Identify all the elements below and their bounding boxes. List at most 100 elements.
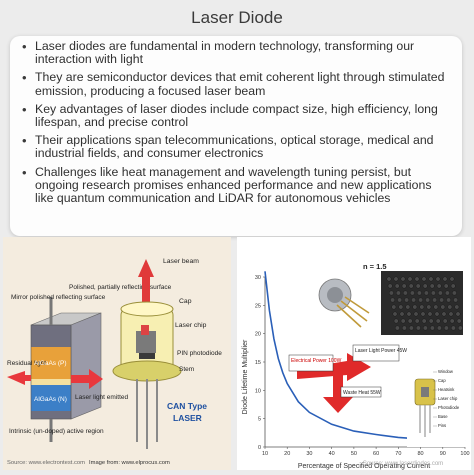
residual-light-arrow xyxy=(7,371,31,385)
laser-chip-label: Laser chip xyxy=(175,322,207,329)
array-emitter-dot xyxy=(425,297,431,303)
y-tick-label: 10 xyxy=(255,388,261,394)
partial-label: Polished, partially reflecting surface xyxy=(69,284,172,291)
array-emitter-dot xyxy=(435,318,441,324)
array-emitter-dot xyxy=(456,318,462,324)
chip-block xyxy=(30,297,102,442)
array-emitter-dot xyxy=(407,276,413,282)
x-tick-label: 40 xyxy=(329,451,335,457)
inset-part-label: Window xyxy=(438,369,454,374)
array-emitter-dot xyxy=(437,290,443,296)
array-emitter-dot xyxy=(407,318,413,324)
cap-label: Cap xyxy=(179,298,192,305)
array-emitter-dot xyxy=(446,297,452,303)
y-tick-label: 15 xyxy=(255,360,261,366)
array-emitter-dot xyxy=(453,297,459,303)
array-emitter-dot xyxy=(448,311,454,317)
bullet-item: Key advantages of laser diodes include c… xyxy=(22,102,452,129)
can-laser xyxy=(112,259,182,449)
array-emitter-dot xyxy=(457,325,463,331)
array-emitter-dot xyxy=(400,276,406,282)
bullet-list: Laser diodes are fundamental in modern t… xyxy=(10,36,462,205)
array-emitter-dot xyxy=(422,283,428,289)
x-tick-label: 20 xyxy=(284,451,290,457)
source-watermark: Source: www.laserdiodes.com xyxy=(363,461,443,467)
array-emitter-dot xyxy=(398,304,404,310)
x-tick-label: 30 xyxy=(306,451,312,457)
array-emitter-dot xyxy=(429,283,435,289)
array-emitter-dot xyxy=(409,290,415,296)
source-credit: Source: www.electrontest.com xyxy=(7,460,85,466)
array-emitter-dot xyxy=(418,297,424,303)
laser-structure-diagram: Mirror polished reflecting surface Polis… xyxy=(7,258,222,466)
x-tick-label: 100 xyxy=(460,451,469,457)
y-tick-label: 20 xyxy=(255,332,261,338)
array-emitter-dot xyxy=(405,304,411,310)
laser-structure-figure: Mirror polished reflecting surface Polis… xyxy=(3,237,231,470)
array-emitter-dot xyxy=(432,297,438,303)
laser-emitted-arrow xyxy=(71,369,103,389)
array-emitter-dot xyxy=(426,304,432,310)
residual-label: Residual light xyxy=(7,360,46,367)
bullet-item: Laser diodes are fundamental in modern t… xyxy=(22,39,452,66)
laser-diode-photo xyxy=(317,275,371,333)
image-credit: Image from: www.elprocus.com xyxy=(89,460,170,466)
array-emitter-dot xyxy=(429,325,435,331)
array-emitter-dot xyxy=(402,290,408,296)
array-emitter-dot xyxy=(443,283,449,289)
array-emitter-dot xyxy=(390,297,396,303)
x-tick-label: 60 xyxy=(373,451,379,457)
array-emitter-dot xyxy=(415,325,421,331)
array-emitter-dot xyxy=(404,297,410,303)
array-emitter-dot xyxy=(400,318,406,324)
bullet-item: Their applications span telecommunicatio… xyxy=(22,134,452,161)
array-emitter-dot xyxy=(421,276,427,282)
laser-beam-arrow xyxy=(138,259,154,307)
array-emitter-dot xyxy=(393,318,399,324)
array-emitter-dot xyxy=(436,325,442,331)
array-emitter-dot xyxy=(393,276,399,282)
stem-label: Stem xyxy=(179,366,194,373)
inset-part-label: Photodiode xyxy=(438,405,460,410)
array-emitter-dot xyxy=(386,276,392,282)
array-emitter-dot xyxy=(419,304,425,310)
mirror-label: Mirror polished reflecting surface xyxy=(11,294,106,301)
array-emitter-dot xyxy=(414,276,420,282)
x-tick-label: 80 xyxy=(417,451,423,457)
array-emitter-dot xyxy=(415,283,421,289)
laser-array-photo xyxy=(381,271,463,335)
array-emitter-dot xyxy=(414,318,420,324)
laser-beam-label: Laser beam xyxy=(163,258,199,265)
array-emitter-dot xyxy=(450,325,456,331)
array-emitter-dot xyxy=(441,311,447,317)
array-emitter-dot xyxy=(433,304,439,310)
x-tick-label: 70 xyxy=(395,451,401,457)
inset-part-label: Laser chip xyxy=(438,396,458,401)
array-emitter-dot xyxy=(387,283,393,289)
array-emitter-dot xyxy=(442,318,448,324)
array-emitter-dot xyxy=(406,311,412,317)
can-type-label: CAN Type xyxy=(167,401,207,411)
p-layer-label: AlGaAs (P) xyxy=(34,360,67,367)
electrical-power-label: Electrical Power 100W xyxy=(291,358,342,364)
summary-card: Laser diodes are fundamental in modern t… xyxy=(10,36,462,236)
array-emitter-dot xyxy=(423,290,429,296)
inset-part-label: Pins xyxy=(438,423,446,428)
array-emitter-dot xyxy=(421,318,427,324)
inset-part-label: Cap xyxy=(438,378,446,383)
chart-title: n = 1.5 xyxy=(363,262,387,271)
array-emitter-dot xyxy=(434,311,440,317)
inset-part-label: Heatsink xyxy=(438,387,455,392)
x-axis-label: Percentage of Specified Operating Curren… xyxy=(298,463,430,470)
array-emitter-dot xyxy=(394,325,400,331)
page-title: Laser Diode xyxy=(191,8,283,27)
y-tick-label: 0 xyxy=(258,445,261,451)
waste-heat-label: Waste Heat 55W xyxy=(343,390,381,396)
array-emitter-dot xyxy=(412,304,418,310)
array-emitter-dot xyxy=(450,283,456,289)
bullet-item: Challenges like heat management and wave… xyxy=(22,165,452,206)
array-emitter-dot xyxy=(408,283,414,289)
array-emitter-dot xyxy=(392,311,398,317)
